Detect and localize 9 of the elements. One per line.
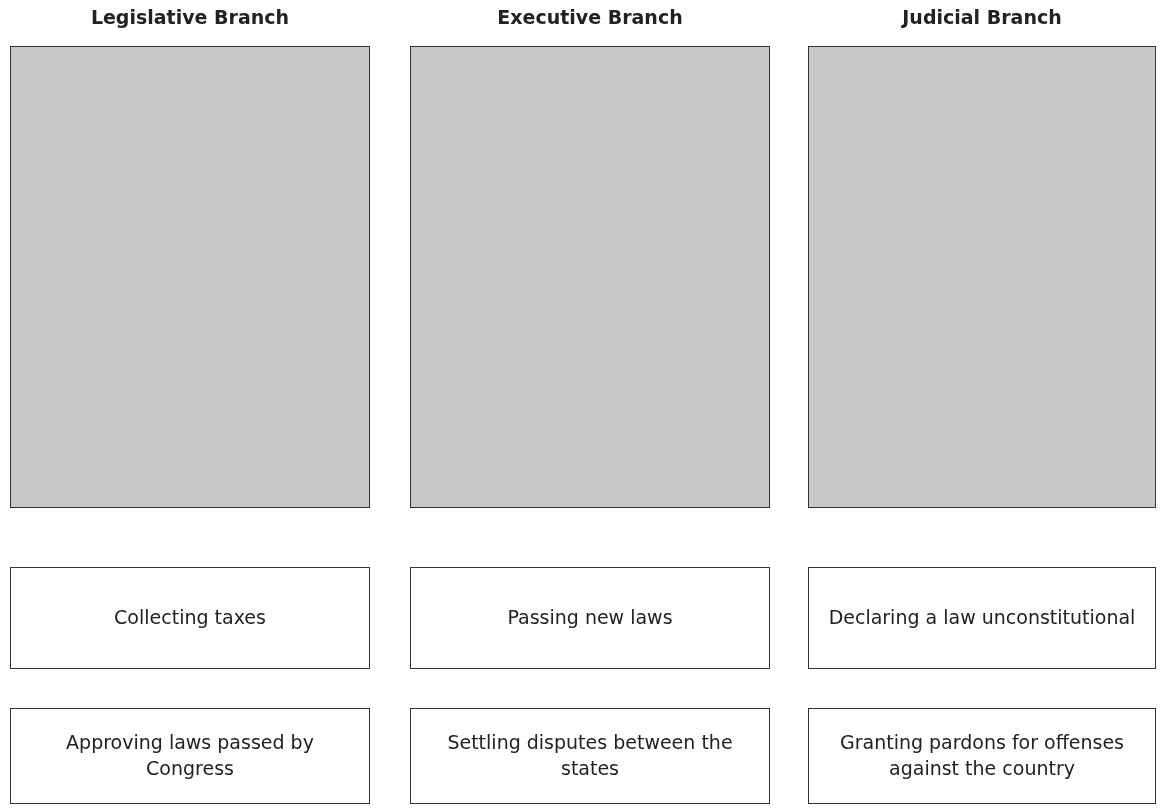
column-heading: Legislative Branch [89, 6, 291, 28]
answer-card: Granting pardons for offenses against the country [808, 708, 1156, 804]
answer-card: Collecting taxes [10, 567, 370, 669]
answer-card: Settling disputes between the states [410, 708, 770, 804]
column-heading: Executive Branch [496, 6, 684, 28]
answer-card: Declaring a law unconstitutional [808, 567, 1156, 669]
column-heading: Judicial Branch [900, 6, 1063, 28]
answer-card: Approving laws passed by Congress [10, 708, 370, 804]
answer-card: Passing new laws [410, 567, 770, 669]
